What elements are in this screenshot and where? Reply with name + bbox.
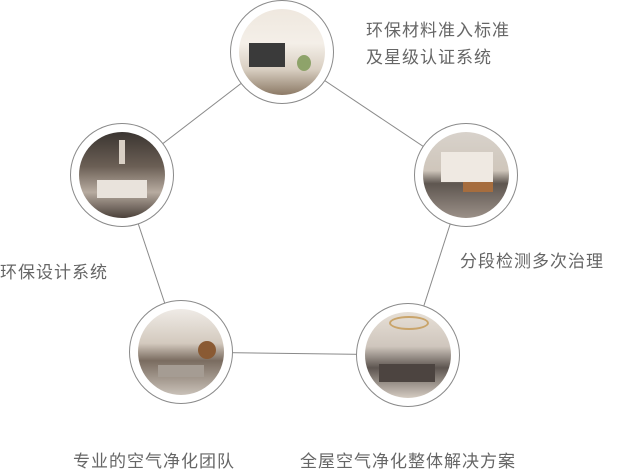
label-line-1: 环保材料准入标准: [366, 21, 510, 41]
living-room-photo: [239, 9, 325, 95]
bedroom-photo: [365, 312, 451, 398]
node-design: [70, 123, 174, 227]
label-solution: 全屋空气净化整体解决方案: [300, 452, 516, 472]
dining-room-photo: [79, 132, 165, 218]
node-solution: [356, 303, 460, 407]
node-material-standards: [230, 0, 334, 104]
living-room-photo: [423, 132, 509, 218]
label-line-2: 及星级认证系统: [366, 48, 492, 68]
lounge-photo: [138, 309, 224, 395]
node-team: [129, 300, 233, 404]
label-team: 专业的空气净化团队: [73, 452, 235, 472]
label-testing: 分段检测多次治理: [460, 252, 604, 272]
label-design: 环保设计系统: [0, 263, 108, 283]
node-testing: [414, 123, 518, 227]
label-material-standards: 环保材料准入标准 及星级认证系统: [366, 18, 510, 72]
